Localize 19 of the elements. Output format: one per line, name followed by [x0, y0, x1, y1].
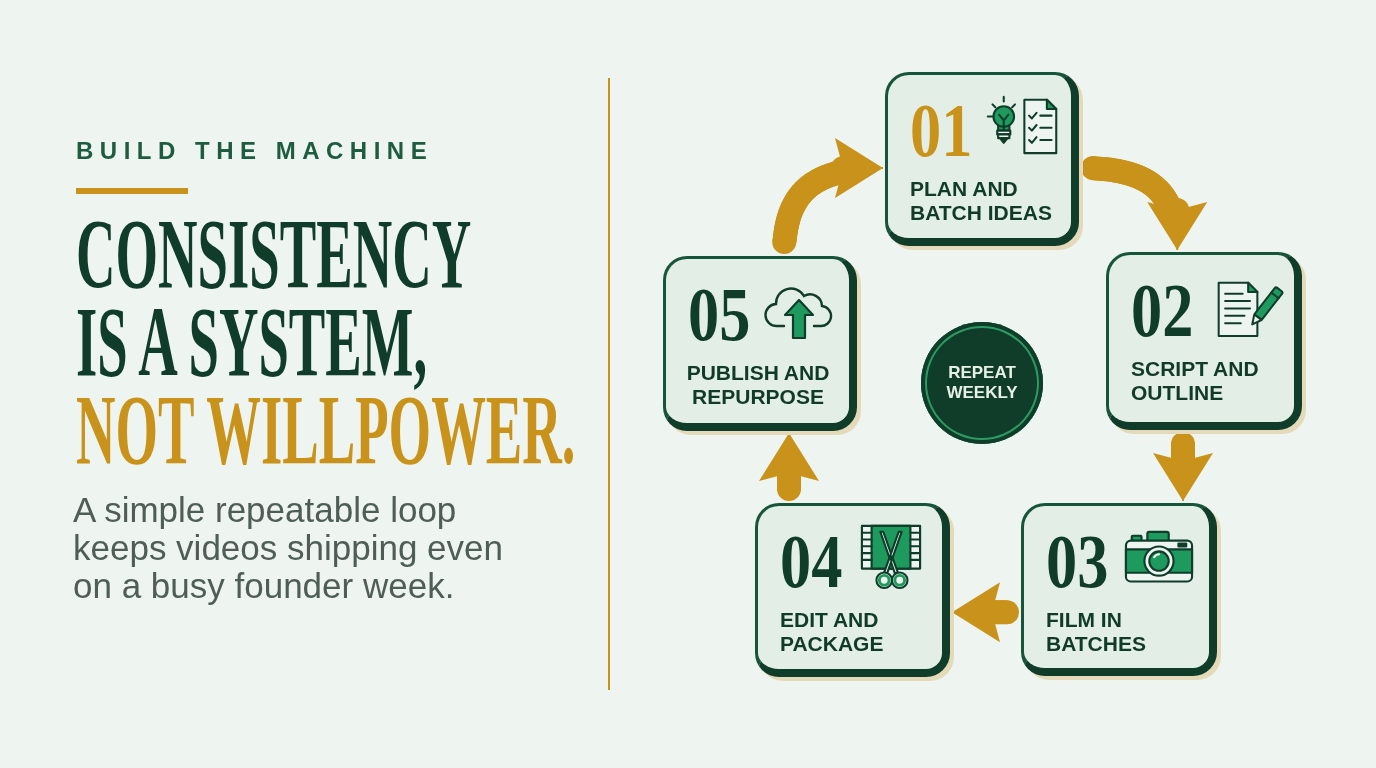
step-label: PUBLISH AND REPURPOSE: [685, 361, 831, 409]
arrow: [1153, 431, 1213, 502]
step-number: 02: [1131, 272, 1194, 348]
arrow: [759, 432, 819, 502]
step-number: 05: [688, 276, 751, 352]
step-label: FILM IN BATCHES: [1046, 608, 1147, 656]
step-label: SCRIPT AND OUTLINE: [1131, 357, 1260, 405]
eyebrow-text: BUILD THE MACHINE: [76, 137, 434, 165]
hub-label: REPEAT WEEKLY: [945, 363, 1019, 403]
step-label: PLAN AND BATCH IDEAS: [910, 177, 1053, 225]
step-number: 04: [780, 523, 843, 599]
step-number: 01: [910, 92, 973, 168]
arrow: [951, 582, 1020, 643]
arrow: [772, 138, 884, 255]
step-number: 03: [1046, 523, 1109, 599]
headline: CONSISTENCY IS A SYSTEM, NOT WILLPOWER.: [76, 210, 576, 474]
arrow: [1080, 156, 1208, 251]
subtitle-text: A simple repeatable loop keeps videos shipping even on a busy founder week.: [73, 491, 504, 605]
step-label: EDIT AND PACKAGE: [780, 608, 885, 656]
